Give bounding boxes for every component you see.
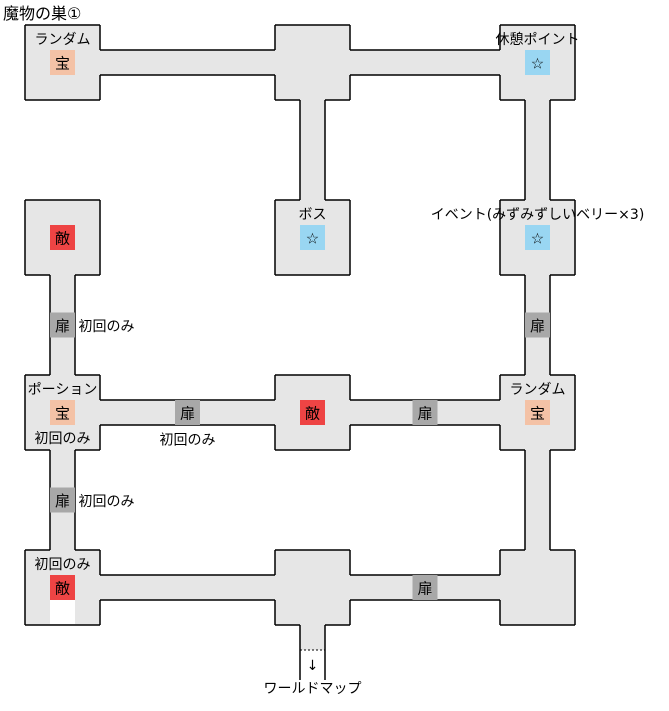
room-bottom-right[interactable]	[500, 550, 575, 625]
door-icon: 扉	[180, 405, 195, 423]
door-marker[interactable]: 扉	[50, 312, 75, 338]
door-tile-bg	[175, 400, 200, 425]
enemy-tile-bg	[300, 400, 325, 425]
tile-layer: 宝☆敵☆☆宝敵宝敵扉扉扉扉扉扉	[50, 50, 550, 624]
star-marker[interactable]: ☆	[525, 50, 550, 75]
room-entrance[interactable]	[275, 550, 350, 625]
room-label: 初回のみ	[35, 556, 91, 573]
corridor[interactable]	[525, 450, 550, 550]
room-label: イベント(みずみずしいベリー×3)	[431, 207, 645, 223]
door-tile-bg	[412, 575, 438, 600]
door-note: 初回のみ	[79, 318, 135, 335]
door-note: 初回のみ	[160, 432, 216, 449]
floor-layer	[25, 25, 575, 650]
star-tile-bg	[525, 225, 550, 250]
star-icon: ☆	[531, 230, 544, 248]
door-tile-bg	[525, 312, 550, 338]
door-icon: 扉	[417, 580, 432, 598]
enemy-marker[interactable]: 敵	[300, 400, 325, 425]
room-top-center[interactable]	[275, 25, 350, 100]
room-label: ボス	[299, 207, 327, 223]
door-icon: 扉	[530, 317, 545, 335]
door-icon: 扉	[417, 405, 432, 423]
door-tile-bg	[412, 400, 438, 425]
label-layer: ランダム休憩ポイントボスイベント(みずみずしいベリー×3)ポーション初回のみラン…	[28, 31, 645, 573]
treasure-tile-bg	[50, 50, 75, 75]
floor-gap	[50, 600, 75, 624]
exit-passage[interactable]: ↓ ワールドマップ	[264, 658, 362, 697]
exit-label: ワールドマップ	[264, 681, 362, 697]
door-tile-bg	[50, 487, 75, 513]
room-label: ランダム	[35, 32, 91, 48]
treasure-icon: 宝	[55, 55, 70, 73]
door-tile-bg	[50, 312, 75, 338]
treasure-marker[interactable]: 宝	[50, 50, 75, 75]
treasure-tile-bg	[50, 400, 75, 425]
star-marker[interactable]: ☆	[300, 225, 325, 250]
enemy-icon: 敵	[305, 405, 320, 423]
door-icon: 扉	[55, 492, 70, 510]
corridor[interactable]	[525, 100, 550, 200]
door-marker[interactable]: 扉	[525, 312, 550, 338]
enemy-tile-bg	[50, 225, 75, 250]
star-tile-bg	[525, 50, 550, 75]
enemy-marker[interactable]: 敵	[50, 575, 75, 600]
exit-arrow-icon: ↓	[307, 658, 319, 674]
exit-corridor[interactable]	[300, 625, 325, 650]
treasure-marker[interactable]: 宝	[50, 400, 75, 425]
door-marker[interactable]: 扉	[50, 487, 75, 513]
treasure-tile-bg	[525, 400, 550, 425]
door-marker[interactable]: 扉	[175, 400, 200, 425]
room-label: 休憩ポイント	[496, 31, 580, 48]
door-note: 初回のみ	[79, 493, 135, 510]
enemy-marker[interactable]: 敵	[50, 225, 75, 250]
corridor[interactable]	[100, 575, 275, 600]
enemy-icon: 敵	[55, 580, 70, 598]
star-icon: ☆	[306, 230, 319, 248]
room-sublabel: 初回のみ	[35, 430, 91, 447]
star-icon: ☆	[531, 55, 544, 73]
treasure-icon: 宝	[55, 405, 70, 423]
enemy-icon: 敵	[55, 230, 70, 248]
door-marker[interactable]: 扉	[412, 575, 438, 600]
treasure-icon: 宝	[530, 405, 545, 423]
room-label: ポーション	[28, 382, 98, 398]
door-icon: 扉	[55, 317, 70, 335]
map-title: 魔物の巣①	[3, 4, 81, 23]
treasure-marker[interactable]: 宝	[525, 400, 550, 425]
corridor[interactable]	[100, 50, 275, 75]
star-tile-bg	[300, 225, 325, 250]
corridor[interactable]	[300, 100, 325, 200]
enemy-tile-bg	[50, 575, 75, 600]
star-marker[interactable]: ☆	[525, 225, 550, 250]
corridor[interactable]	[350, 50, 500, 75]
door-marker[interactable]: 扉	[412, 400, 438, 425]
room-label: ランダム	[510, 382, 566, 398]
